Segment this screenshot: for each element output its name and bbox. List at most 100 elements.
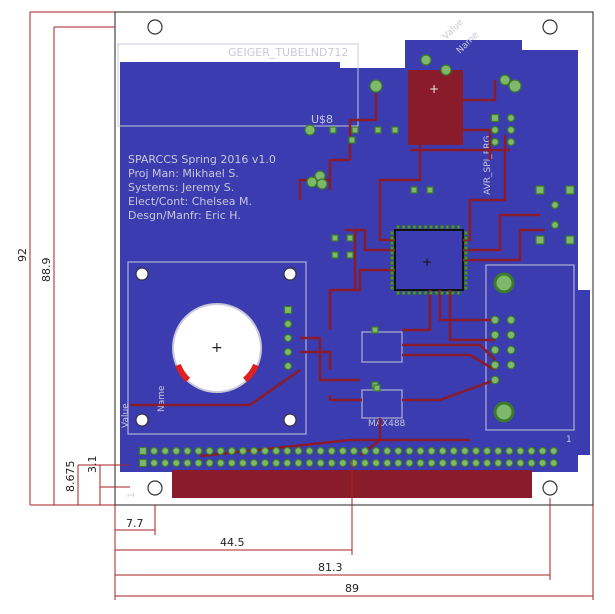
pad xyxy=(331,251,339,259)
pad xyxy=(490,137,500,147)
pad xyxy=(460,458,469,468)
pad xyxy=(360,446,370,456)
mount-hole xyxy=(147,480,163,496)
component-label: U$8 xyxy=(311,113,333,126)
pad xyxy=(396,291,400,295)
pad xyxy=(516,446,525,456)
pad xyxy=(464,256,468,260)
credit-line: Proj Man: Mikhael S. xyxy=(128,167,239,180)
pad xyxy=(390,271,394,275)
pad xyxy=(390,276,394,280)
trace xyxy=(463,135,507,242)
pad xyxy=(391,126,399,134)
dimension-label: 92 xyxy=(16,248,29,262)
copper-traces xyxy=(130,80,545,458)
pad xyxy=(161,446,170,456)
trace xyxy=(463,213,540,252)
pad xyxy=(283,446,292,456)
pad xyxy=(390,246,394,250)
pad xyxy=(490,330,500,340)
mount-hole xyxy=(135,413,149,427)
pad xyxy=(349,446,358,456)
mount-hole xyxy=(542,19,558,35)
pad xyxy=(227,446,236,456)
pad xyxy=(538,458,547,468)
pad xyxy=(565,185,575,195)
pad xyxy=(506,137,516,147)
pad xyxy=(464,236,468,240)
pad xyxy=(390,236,394,240)
credits-block: SPARCCS Spring 2016 v1.0 Proj Man: Mikha… xyxy=(128,153,276,222)
pad xyxy=(371,326,379,334)
pad xyxy=(483,458,492,468)
pad xyxy=(405,458,414,468)
pad xyxy=(407,291,411,295)
pad xyxy=(516,458,525,468)
pad xyxy=(383,458,392,468)
dimension-label: 3.1 xyxy=(86,456,99,474)
pad xyxy=(440,64,452,76)
pad xyxy=(390,241,394,245)
pad xyxy=(138,446,148,456)
battery-contact xyxy=(242,363,259,383)
pad xyxy=(505,458,514,468)
pad xyxy=(464,266,468,270)
pad xyxy=(348,136,356,144)
pin1-label: 1 xyxy=(566,435,572,445)
pad xyxy=(294,458,303,468)
pad xyxy=(490,125,500,135)
pad xyxy=(305,458,314,468)
pad xyxy=(349,458,358,468)
trace xyxy=(130,368,301,407)
pad xyxy=(390,266,394,270)
pad xyxy=(183,458,192,468)
pad xyxy=(427,458,436,468)
pad xyxy=(440,225,444,229)
trace xyxy=(378,145,422,242)
pad xyxy=(449,458,458,468)
pad xyxy=(490,360,500,370)
mount-hole xyxy=(283,267,297,281)
pad xyxy=(549,458,558,468)
pad xyxy=(316,458,325,468)
trace xyxy=(448,290,495,342)
pad xyxy=(306,176,318,188)
pad xyxy=(327,446,336,456)
component-label: AVR_SPI_PRG xyxy=(483,136,493,195)
pad xyxy=(373,384,381,392)
crosshair-icon: + xyxy=(422,255,432,269)
pad xyxy=(272,458,281,468)
pad xyxy=(565,235,575,245)
pad xyxy=(238,458,247,468)
pad xyxy=(464,286,468,290)
pad xyxy=(456,225,461,229)
credit-line: Desgn/Manfr: Eric H. xyxy=(128,209,241,222)
pad xyxy=(506,330,516,340)
dimension-label: 89 xyxy=(345,582,359,595)
pad xyxy=(434,225,439,229)
pad xyxy=(346,234,354,242)
dimension-label: 7.7 xyxy=(126,517,144,530)
pad xyxy=(161,458,170,468)
pad xyxy=(508,79,522,93)
pad xyxy=(464,251,468,255)
battery-holder xyxy=(172,303,262,393)
pad xyxy=(506,113,516,123)
regulator xyxy=(408,70,463,145)
pad xyxy=(390,281,394,285)
pad xyxy=(464,261,468,265)
component-pads xyxy=(138,54,575,468)
max-chip xyxy=(361,389,403,419)
pad xyxy=(205,446,214,456)
pad xyxy=(460,446,469,456)
pad xyxy=(490,113,500,123)
pad xyxy=(412,291,417,295)
dimension-label: 81.3 xyxy=(318,561,343,574)
pad xyxy=(445,291,450,295)
pad xyxy=(390,231,394,235)
pad xyxy=(401,291,406,295)
pad xyxy=(338,446,347,456)
pad xyxy=(429,291,433,295)
pad xyxy=(304,124,316,136)
